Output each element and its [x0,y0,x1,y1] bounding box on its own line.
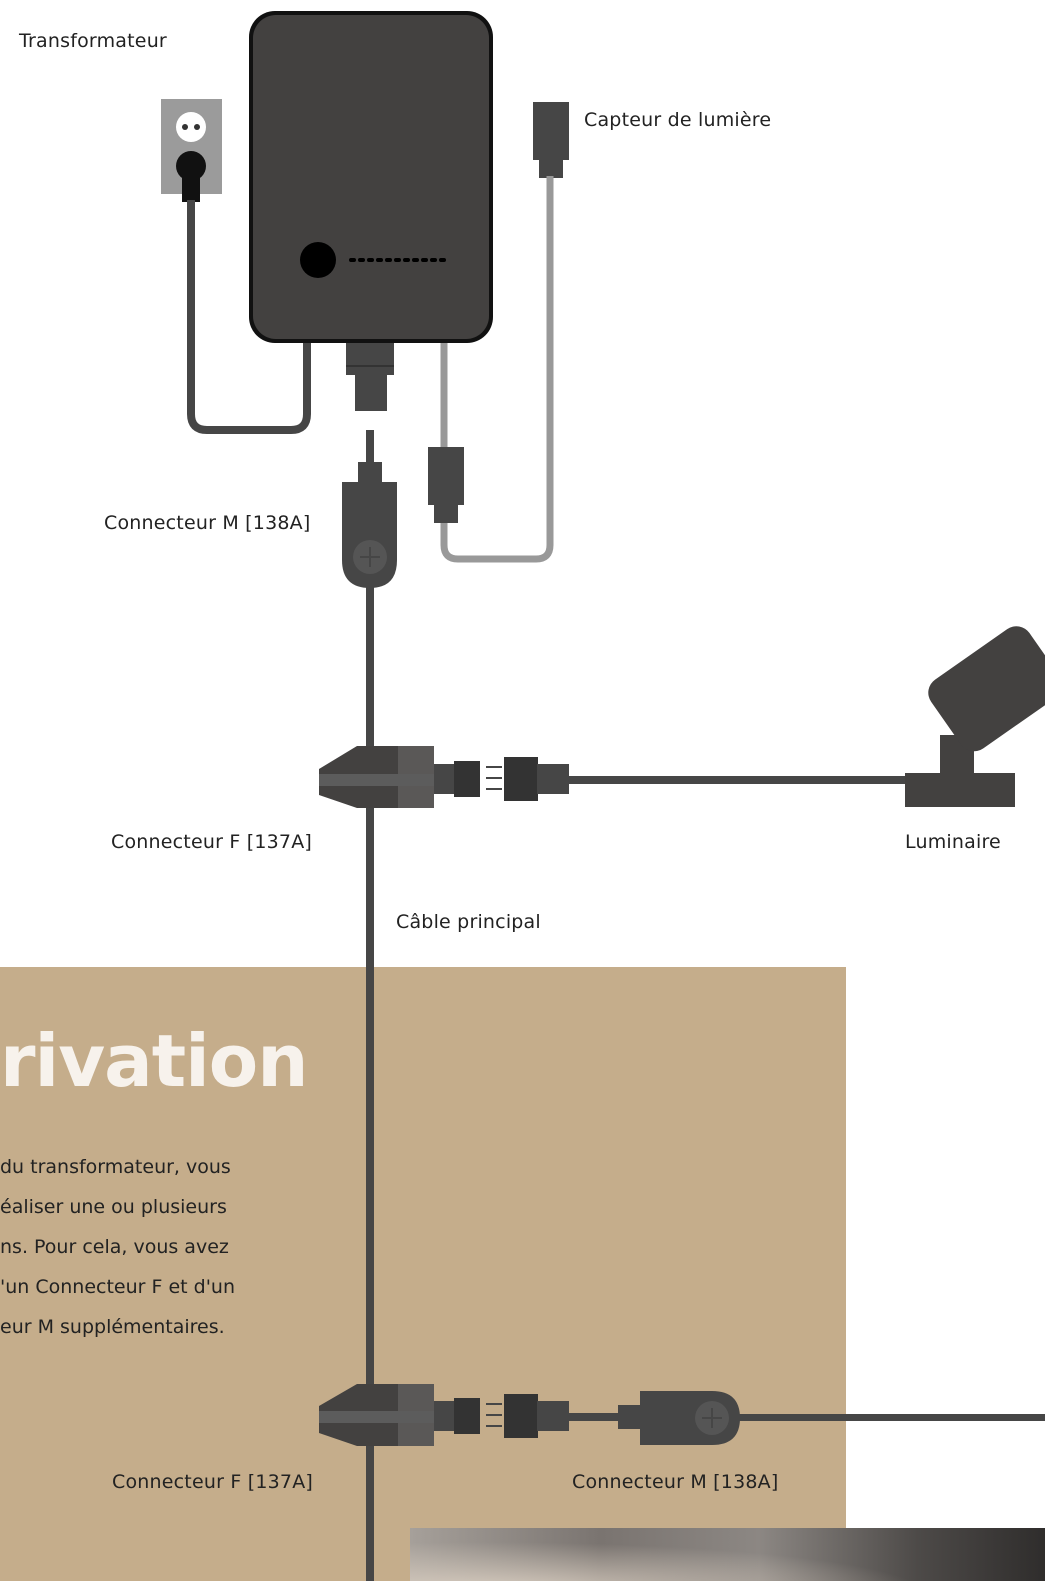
paragraph-line: ns. Pour cela, vous avez [0,1227,300,1267]
paragraph-line: eur M supplémentaires. [0,1307,300,1347]
branch-cable [738,1414,1045,1421]
paragraph-line: 'un Connecteur F et d'un [0,1267,300,1307]
label-transformer: Transformateur [19,30,167,52]
label-light-sensor: Capteur de lumière [584,109,771,131]
light-sensor-icon [533,102,569,178]
label-connector-m-1: Connecteur M [138A] [104,512,310,534]
label-connector-m-2: Connecteur M [138A] [572,1471,778,1493]
label-connector-f-1: Connecteur F [137A] [111,831,312,853]
connector-f-2 [319,1384,569,1446]
connector-m-2 [618,1391,740,1445]
luminaire-icon [905,620,1045,807]
transformer-icon [249,11,493,343]
label-luminaire: Luminaire [905,831,1001,853]
section-paragraph: du transformateur, vous éaliser une ou p… [0,1147,300,1347]
transformer-output-socket [346,343,394,411]
connector-m-1 [342,462,397,588]
connector-f-1 [319,746,569,808]
luminaire-cable [568,776,908,784]
label-main-cable: Câble principal [396,911,541,933]
plug-icon [176,151,206,202]
paragraph-line: du transformateur, vous [0,1147,300,1187]
label-connector-f-2: Connecteur F [137A] [112,1471,313,1493]
paragraph-line: éaliser une ou plusieurs [0,1187,300,1227]
sensor-plug [428,447,464,523]
section-heading: rivation [0,1025,308,1097]
branch-cable-short [568,1413,620,1421]
